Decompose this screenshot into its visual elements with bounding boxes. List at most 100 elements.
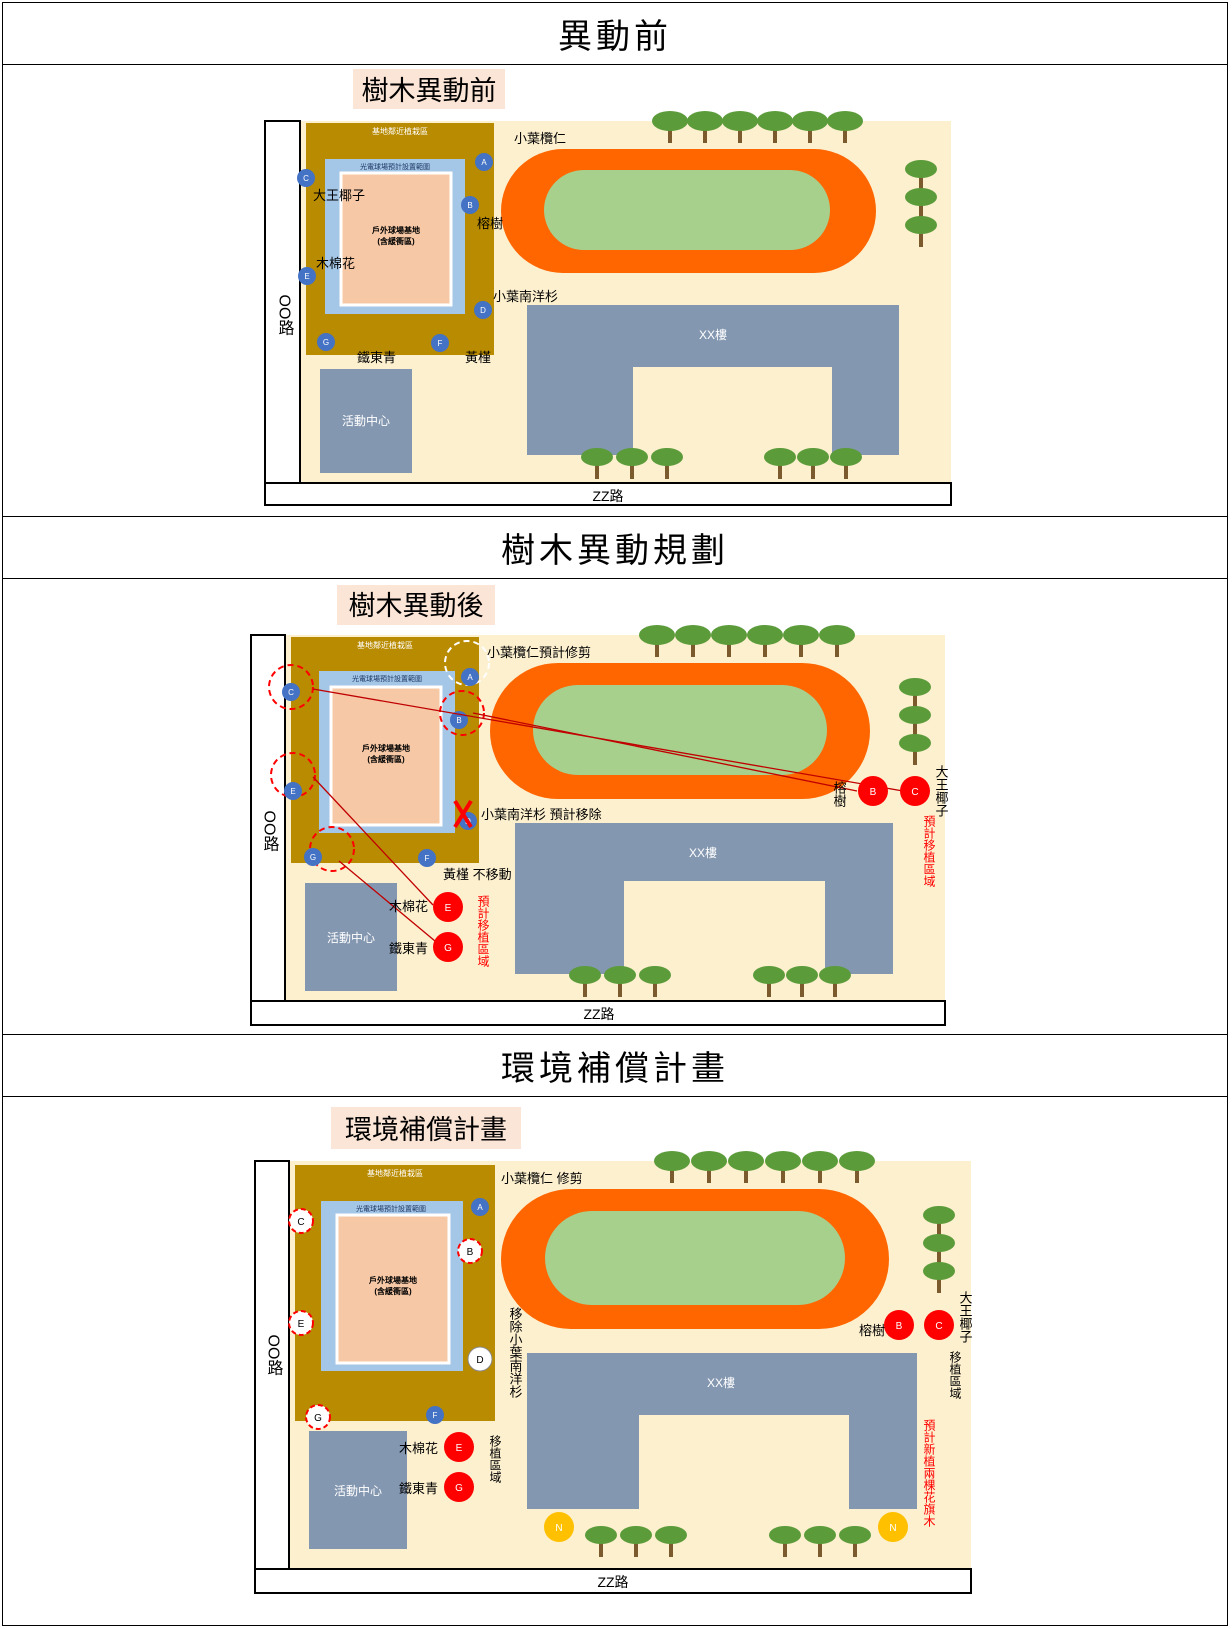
building-xx: [527, 1353, 917, 1509]
tree-marker-f: [426, 1406, 444, 1424]
transplant-letter-b: B: [896, 1321, 903, 1332]
vacated-e: [288, 1310, 314, 1336]
road-left-label: OO路: [265, 1335, 284, 1376]
tree-icon: [899, 678, 931, 709]
tree-letter-a: A: [467, 673, 473, 682]
tree-marker-c: [282, 683, 300, 701]
court-base: [329, 685, 443, 827]
road-bottom-label: ZZ路: [597, 1574, 628, 1590]
tree-icon: [651, 448, 683, 479]
note-banyan: 榕樹: [859, 1323, 885, 1338]
court-sub-label: (含緩衝區): [374, 1286, 412, 1296]
tree-marker-c: [297, 169, 315, 187]
nursery-label: 基地鄰近植栽區: [357, 640, 413, 650]
court-label: 戶外球場基地: [362, 743, 410, 753]
tree-markers: A B C D E F G: [297, 153, 493, 352]
road-left-label: OO路: [261, 811, 280, 852]
tree-icon: [905, 188, 937, 219]
tree-letter-f: F: [425, 854, 430, 863]
transplant-arrows: [312, 688, 904, 942]
plan-label-bg: [353, 69, 505, 109]
tree-icon: [905, 216, 937, 247]
activity-center: [305, 883, 397, 991]
transplant-letter-b: B: [870, 787, 877, 798]
tree-markers: A F: [426, 1198, 489, 1424]
tree-letter-c: C: [288, 688, 294, 697]
note-kapok: 木棉花: [389, 899, 428, 914]
tree-letter-c: C: [303, 174, 309, 183]
tree-letter-b: B: [456, 716, 461, 725]
tree-icon: [899, 706, 931, 737]
new-plant-markers: N N: [544, 1512, 908, 1542]
note-remove: 小葉南洋杉 預計移除: [481, 807, 602, 822]
tree-icon: [604, 966, 636, 997]
tree-icon: [827, 111, 863, 143]
transplant-marker-e: [444, 1432, 474, 1462]
note-ironwood: 鐵東青: [399, 1481, 438, 1496]
tree-letter-g: G: [310, 853, 316, 862]
court-sub-label: (含緩衝區): [377, 236, 415, 246]
transplant-letter-g: G: [444, 943, 452, 954]
building-label: XX樓: [707, 1375, 735, 1390]
building-label: XX樓: [699, 327, 727, 342]
note-kapok: 木棉花: [399, 1441, 438, 1456]
tree-icon: [655, 1526, 687, 1557]
note-stay: 黃槿 不移動: [443, 867, 512, 882]
tree-icon: [581, 448, 613, 479]
new-marker-right: [878, 1512, 908, 1542]
pv-range-label: 光電球場預計設置範圍: [356, 1204, 426, 1213]
tree-icon: [764, 448, 796, 479]
tree-icons: [585, 1151, 955, 1557]
transplant-marker-c: [924, 1310, 954, 1340]
new-letter-right: N: [889, 1523, 896, 1534]
tree-letter-e: E: [290, 787, 295, 796]
note-banyan: 榕樹: [477, 216, 503, 231]
note-transplant-left: 預計移植區域: [476, 895, 490, 967]
site-plan-after: 樹木異動後 OO路 ZZ路 基地鄰近植栽區 光電球場預計設置範圍 戶外球場基地 …: [250, 585, 949, 1026]
vacated-letter-g: G: [314, 1413, 322, 1424]
vacated-b: [457, 1238, 483, 1264]
tree-marker-g: [304, 848, 322, 866]
tree-marker-g: [317, 333, 335, 351]
tree-letter-a: A: [481, 158, 487, 167]
plan-label: 樹木異動前: [362, 76, 497, 106]
tree-marker-e: [284, 782, 302, 800]
highlight-g: [309, 826, 355, 872]
tree-icon: [765, 1151, 801, 1183]
tree-icon: [569, 966, 601, 997]
tree-icon: [728, 1151, 764, 1183]
tree-letter-a: A: [477, 1203, 483, 1212]
note-indian-almond: 小葉欖仁: [514, 131, 566, 146]
activity-center-label: 活動中心: [342, 413, 390, 428]
transplant-markers: B C E G: [433, 776, 930, 962]
tree-icon: [691, 1151, 727, 1183]
note-transplant-right: 預計移植區域: [922, 815, 936, 887]
tree-icon: [923, 1262, 955, 1293]
vacated-letter-c: C: [297, 1217, 304, 1228]
note-hibiscus: 黃槿: [465, 350, 491, 365]
transplant-marker-e: [433, 892, 463, 922]
tree-icon: [652, 111, 688, 143]
road-bottom: [264, 482, 952, 506]
arrow-b: [472, 712, 858, 792]
plan-label-bg: [331, 1107, 521, 1149]
section-heading-plan: 樹木異動規劃: [3, 517, 1227, 579]
road-left: [254, 1160, 290, 1570]
note-trim: 小葉欖仁 修剪: [501, 1171, 583, 1186]
plan-label: 樹木異動後: [349, 591, 484, 621]
note-royal-palm: 大王椰子: [958, 1291, 973, 1343]
tree-icon: [905, 160, 937, 191]
tree-marker-a: [471, 1198, 489, 1216]
tree-icon: [620, 1526, 652, 1557]
note-royal-palm: 大王椰子: [313, 188, 365, 203]
court-sub-label: (含緩衝區): [367, 754, 405, 764]
tree-icons: [581, 111, 937, 479]
tree-icon: [757, 111, 793, 143]
track-field: [533, 685, 827, 775]
vacated-letter-e: E: [298, 1319, 305, 1330]
tree-icon: [819, 966, 851, 997]
tree-letter-f: F: [438, 339, 443, 348]
note-araucaria: 小葉南洋杉: [493, 289, 558, 304]
tree-letter-d: D: [480, 306, 486, 315]
new-marker-left: [544, 1512, 574, 1542]
